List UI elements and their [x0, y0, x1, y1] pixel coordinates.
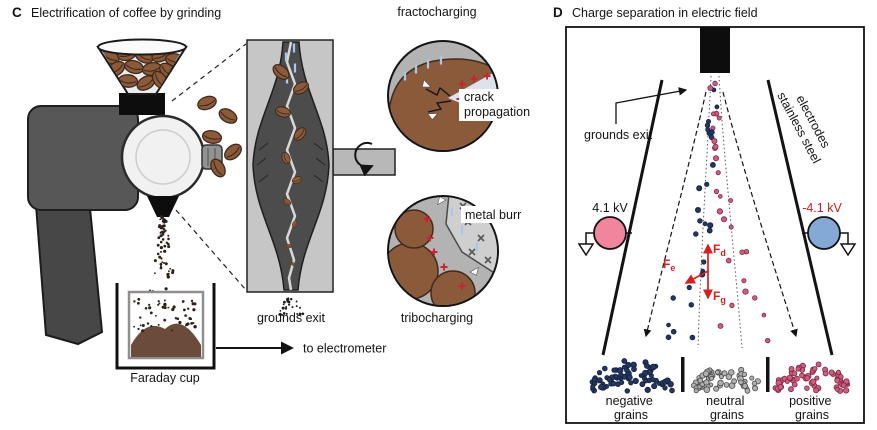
- grinding-channel: [285, 41, 297, 291]
- left-voltage-label: 4.1 kV: [592, 201, 628, 215]
- right-ground-symbol: [839, 243, 857, 257]
- hopper-rim: [97, 38, 187, 56]
- burr-cone: [252, 41, 330, 291]
- positive-grains-pile: [772, 361, 851, 394]
- electric-force-label: Fe: [663, 257, 675, 273]
- grinder-spout: [147, 196, 179, 217]
- panel-d-letter: D: [553, 5, 563, 20]
- burr-housing-inner: [135, 129, 191, 185]
- tribocharging-label: tribocharging: [401, 311, 473, 325]
- grinder-handle: [34, 203, 104, 346]
- neutral-grains-pile: [690, 366, 761, 394]
- burr-housing: [120, 114, 206, 200]
- zoom-connector-bottom: [175, 209, 247, 291]
- left-ground-symbol: [577, 243, 595, 257]
- left-electrode: [601, 79, 664, 356]
- neutral-grains-label: neutral grains: [706, 394, 748, 422]
- right-voltage-label: -4.1 kV: [802, 201, 842, 215]
- force-vectors: [684, 243, 714, 300]
- coffee-grinder: [27, 38, 223, 346]
- drive-shaft: [332, 148, 396, 176]
- positive-hv-terminal: [593, 216, 627, 250]
- bin-divider-left: [681, 357, 685, 392]
- center-guide-right: [718, 75, 743, 349]
- fractocharging-inset: crack propagation: [387, 40, 542, 152]
- metal-burr-bg: [461, 206, 523, 223]
- negative-grains-label: negative grains: [606, 394, 657, 422]
- crack-propagation-label: crack propagation: [464, 90, 530, 119]
- panel-d: D Charge separation in electric field st…: [553, 5, 865, 424]
- tribocharging-inset: metal burr: [387, 195, 523, 307]
- faraday-cup-label: Faraday cup: [130, 371, 200, 385]
- to-electrometer-label: to electrometer: [303, 342, 386, 356]
- grounds-mound: [131, 323, 201, 357]
- burr-hatching: [256, 142, 326, 183]
- exit-grounds-dots: [278, 297, 305, 316]
- crack-propagation-bg: [459, 89, 542, 121]
- negative-hv-terminal: [807, 216, 841, 250]
- rotation-arrow: [354, 142, 374, 177]
- metal-burr-label: metal burr: [465, 208, 521, 222]
- grounds-exit-arrow: [615, 87, 688, 124]
- grounds-exit-label-c: grounds exit: [257, 311, 326, 325]
- negative-grains-pile: [589, 358, 675, 394]
- faraday-cup: [115, 283, 216, 370]
- crack-lines: [425, 86, 452, 113]
- panel-d-title: Charge separation in electric field: [572, 6, 758, 20]
- left-ground-wire: [585, 232, 594, 244]
- right-ground-wire: [840, 232, 849, 244]
- coffee-particle: [389, 242, 439, 300]
- center-guide-left: [697, 75, 712, 349]
- faraday-cup-shield: [115, 283, 216, 370]
- charged-grains-stream: [665, 80, 771, 344]
- gravity-force-label: Fg: [713, 289, 726, 305]
- grounds-in-cup: [133, 297, 197, 333]
- zoom-connector-top: [171, 43, 247, 102]
- grinder-collar: [119, 93, 165, 115]
- positive-trajectory: [722, 91, 798, 338]
- panel-c-title: Electrification of coffee by grinding: [31, 6, 221, 20]
- fractocharging-label: fractocharging: [397, 5, 476, 19]
- electric-force-arrow: [684, 270, 709, 284]
- right-electrode: [766, 79, 834, 356]
- panel-c: C Electrification of coffee by grinding: [12, 5, 542, 385]
- coffee-particle: [430, 270, 476, 305]
- burr-cross-section: [246, 39, 396, 293]
- grounds-nozzle: [700, 27, 730, 73]
- grounds-exit-label-d: grounds exit: [584, 128, 653, 142]
- panel-c-letter: C: [12, 5, 22, 20]
- falling-grounds-stream: [148, 214, 175, 293]
- bin-divider-right: [766, 357, 770, 392]
- positive-grains-label: positive grains: [789, 394, 835, 422]
- drag-force-label: Fd: [713, 242, 726, 258]
